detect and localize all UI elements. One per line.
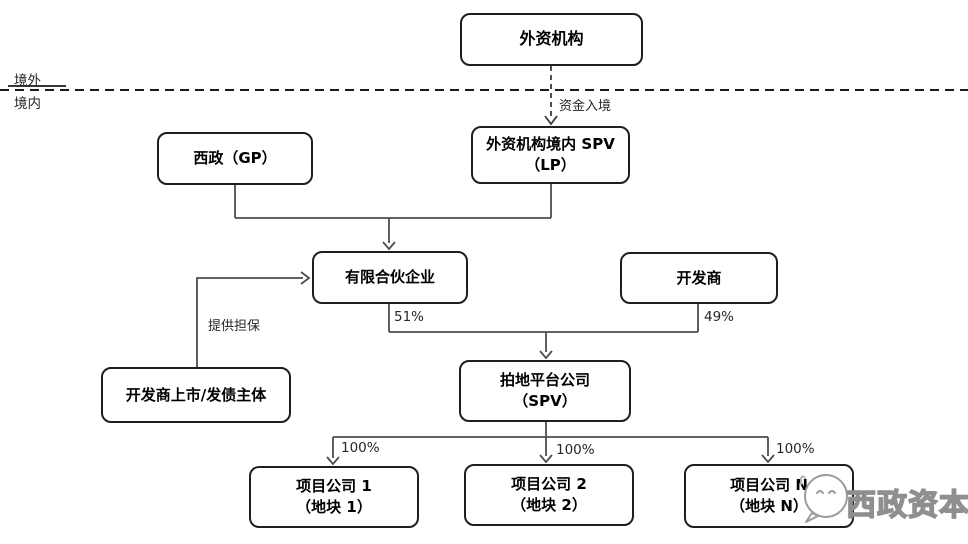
node-project-company-1: 项目公司 1 （地块 1） [249,466,419,528]
edge-guarantee [196,277,303,367]
developer-share-label: 49% [704,309,735,325]
arrowhead-guarantee [300,271,311,285]
boundary-outside-label: 境外 [14,73,41,89]
node-land-bidding-platform-spv: 拍地平台公司 （SPV） [459,360,631,422]
node-projectN-line2: （地块 N） [730,497,808,515]
node-project-company-2: 项目公司 2 （地块 2） [464,464,634,526]
boundary-inside-label: 境内 [14,96,41,112]
partnership-share-label: 51% [394,309,425,325]
capital-entry-label: 资金入境 [559,99,612,114]
node-developer-label: 开发商 [676,268,722,287]
arrowhead-capital-entry [544,115,558,126]
node-spv-lp-line2: （LP） [525,156,576,174]
node-foreign-institution: 外资机构 [460,13,643,66]
node-developer: 开发商 [620,252,778,304]
wechat-bubble-icon [800,474,848,523]
guarantee-label: 提供担保 [208,319,261,334]
node-project2-line1: 项目公司 2 [511,475,587,493]
arrowhead-into-partnership [382,241,396,251]
node-project2-line2: （地块 2） [511,496,587,514]
node-projectN-line1: 项目公司 N [730,476,808,494]
node-platform-line2: （SPV） [513,392,577,410]
project2-share-label: 100% [556,442,595,458]
arrowhead-into-project2 [539,454,553,464]
node-spv-lp-line1: 外资机构境内 SPV [486,135,615,153]
arrowhead-into-platform [539,350,553,360]
node-guarantor-label: 开发商上市/发债主体 [125,385,267,404]
node-project1-line1: 项目公司 1 [296,477,372,495]
watermark-brand-text: 西政资本 [845,487,968,523]
node-developer-listed-bond-entity: 开发商上市/发债主体 [101,367,291,423]
node-limited-partnership: 有限合伙企业 [312,251,468,304]
node-platform-line1: 拍地平台公司 [499,371,590,389]
watermark: 西政资本 [788,466,968,540]
node-project1-line2: （地块 1） [296,498,372,516]
projectN-share-label: 100% [776,441,815,457]
node-xizheng-gp-label: 西政（GP） [193,149,277,167]
node-foreign-institution-label: 外资机构 [519,29,584,49]
node-xizheng-gp: 西政（GP） [157,132,313,185]
node-foreign-domestic-spv-lp: 外资机构境内 SPV （LP） [471,126,630,184]
node-limited-partnership-label: 有限合伙企业 [344,268,435,286]
arrowhead-into-projectN [761,454,775,464]
project1-share-label: 100% [341,440,380,456]
arrowhead-into-project1 [326,456,340,466]
